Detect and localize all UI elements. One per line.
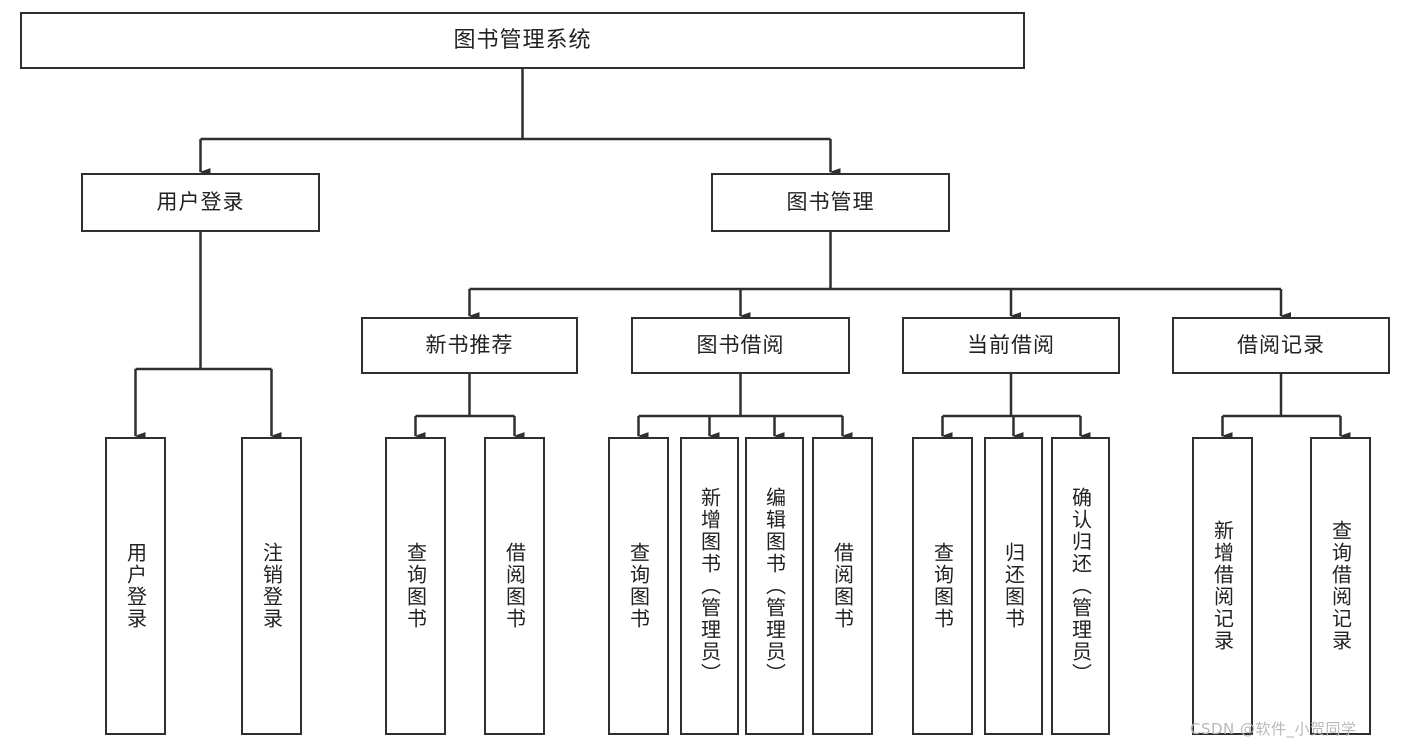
node-newbook[interactable]: 新书推荐 — [361, 317, 578, 374]
node-label: 确认归还（管理员） — [1068, 487, 1093, 685]
node-label: 图书管理 — [786, 190, 875, 215]
node-label: 当前借阅 — [967, 333, 1055, 358]
node-label: 查询借阅记录 — [1328, 520, 1353, 652]
node-label: 查询图书 — [626, 542, 651, 630]
node-root[interactable]: 图书管理系统 — [20, 12, 1025, 69]
node-l-bbook2[interactable]: 借阅图书 — [812, 437, 873, 735]
node-label: 借阅图书 — [830, 542, 855, 630]
node-label: 图书管理系统 — [453, 27, 592, 53]
node-current[interactable]: 当前借阅 — [902, 317, 1120, 374]
node-l-confirm[interactable]: 确认归还（管理员） — [1051, 437, 1110, 735]
node-l-logout[interactable]: 注销登录 — [241, 437, 302, 735]
node-bookmgmt[interactable]: 图书管理 — [711, 173, 950, 232]
node-label: 借阅图书 — [502, 542, 527, 630]
node-l-qbook3[interactable]: 查询图书 — [912, 437, 973, 735]
node-l-userlogin[interactable]: 用户登录 — [105, 437, 166, 735]
node-l-addrec[interactable]: 新增借阅记录 — [1192, 437, 1253, 735]
node-label: 用户登录 — [156, 190, 245, 215]
node-label: 查询图书 — [930, 542, 955, 630]
csdn-watermark: CSDN @软件_小贺同学 — [1190, 720, 1357, 738]
node-login[interactable]: 用户登录 — [81, 173, 320, 232]
node-label: 新增图书（管理员） — [697, 487, 722, 685]
node-l-bbook1[interactable]: 借阅图书 — [484, 437, 545, 735]
node-label: 借阅记录 — [1237, 333, 1325, 358]
node-l-return[interactable]: 归还图书 — [984, 437, 1043, 735]
node-l-qbook1[interactable]: 查询图书 — [385, 437, 446, 735]
node-label: 新增借阅记录 — [1210, 520, 1235, 652]
node-borrow[interactable]: 图书借阅 — [631, 317, 850, 374]
node-l-qrec[interactable]: 查询借阅记录 — [1310, 437, 1371, 735]
node-records[interactable]: 借阅记录 — [1172, 317, 1390, 374]
node-label: 用户登录 — [123, 542, 148, 630]
node-l-qbook2[interactable]: 查询图书 — [608, 437, 669, 735]
node-label: 查询图书 — [403, 542, 428, 630]
node-label: 图书借阅 — [696, 333, 785, 358]
node-label: 新书推荐 — [425, 333, 514, 358]
node-l-addbook[interactable]: 新增图书（管理员） — [680, 437, 739, 735]
node-label: 编辑图书（管理员） — [762, 487, 787, 685]
node-label: 注销登录 — [259, 542, 284, 630]
node-label: 归还图书 — [1001, 542, 1026, 630]
node-l-editbook[interactable]: 编辑图书（管理员） — [745, 437, 804, 735]
